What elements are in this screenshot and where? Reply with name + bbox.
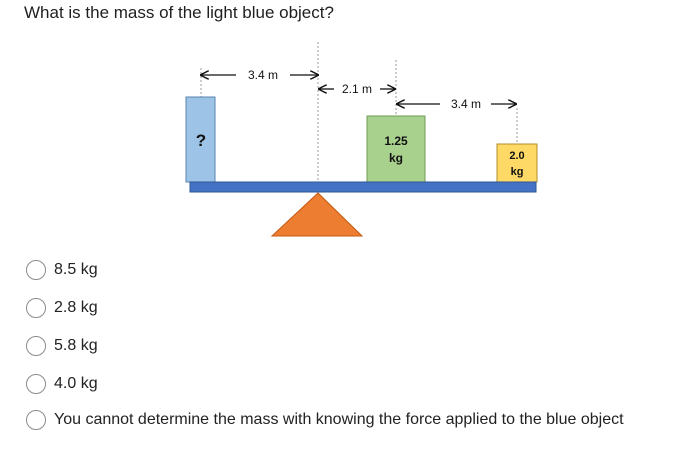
green-object [366, 115, 426, 183]
option-8-5-kg[interactable]: 8.5 kg [26, 260, 98, 281]
radio-button[interactable] [26, 410, 46, 430]
question-text: What is the mass of the light blue objec… [24, 3, 334, 22]
option-label: 4.0 kg [54, 375, 98, 392]
option-label: 2.8 kg [54, 299, 98, 316]
option-cannot-determine[interactable]: You cannot determine the mass with knowi… [26, 410, 644, 431]
radio-button[interactable] [26, 298, 46, 318]
green-object-unit: kg [389, 151, 403, 165]
distance-label-2: 2.1 m [342, 82, 372, 96]
yellow-object-value: 2.0 [509, 150, 524, 162]
yellow-object-unit: kg [511, 166, 524, 178]
seesaw-beam [189, 181, 537, 193]
green-object-value: 1.25 [384, 134, 408, 148]
blue-object [185, 96, 216, 183]
option-5-8-kg[interactable]: 5.8 kg [26, 336, 98, 357]
yellow-object [496, 143, 538, 183]
option-4-0-kg[interactable]: 4.0 kg [26, 374, 98, 395]
radio-button[interactable] [26, 336, 46, 356]
seesaw-diagram: ? 1.25 kg 2.0 kg 3.4 m 2.1 m 3.4 m [185, 42, 538, 238]
fulcrum-triangle [270, 192, 364, 237]
blue-object-label: ? [196, 131, 206, 150]
option-label: You cannot determine the mass with knowi… [54, 411, 624, 428]
distance-label-1: 3.4 m [248, 68, 278, 82]
option-label: 5.8 kg [54, 337, 98, 354]
radio-button[interactable] [26, 374, 46, 394]
radio-button[interactable] [26, 260, 46, 280]
option-label: 8.5 kg [54, 261, 98, 278]
distance-label-3: 3.4 m [451, 97, 481, 111]
option-2-8-kg[interactable]: 2.8 kg [26, 298, 98, 319]
